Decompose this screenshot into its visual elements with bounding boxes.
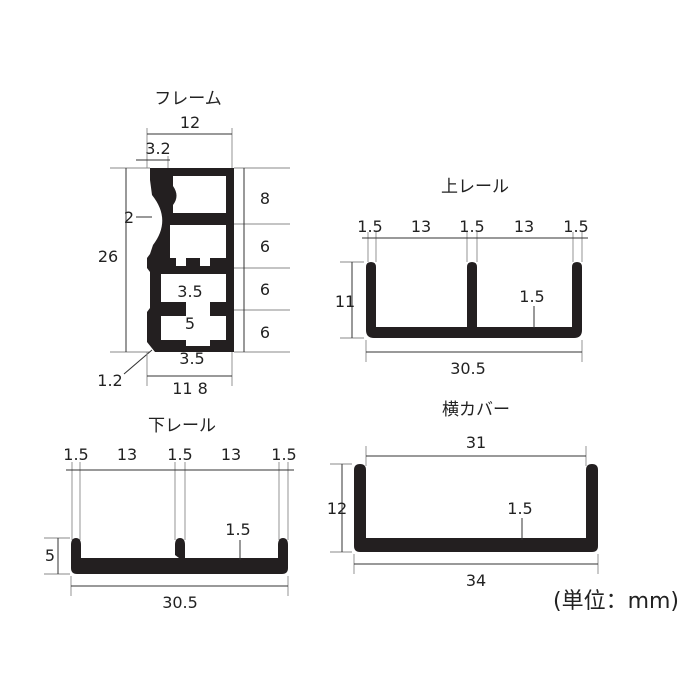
side-cover-thickness-label: 1.5 <box>507 499 532 518</box>
lower-rail-s2-label: 13 <box>221 445 241 464</box>
side-cover-inner-width-label: 31 <box>466 433 486 452</box>
frame-seg3-label: 6 <box>260 280 270 299</box>
side-cover-height-label: 12 <box>327 499 347 518</box>
frame-profile <box>147 168 234 352</box>
lower-rail-t1-label: 1.5 <box>63 445 88 464</box>
side-cover-outer-width-label: 34 <box>466 571 486 590</box>
frame-title: フレーム <box>154 89 222 109</box>
upper-rail-title: 上レール <box>441 177 509 197</box>
upper-rail-t1-label: 1.5 <box>357 217 382 236</box>
frame-section: フレーム 12 3.2 2 26 8 6 6 6 <box>97 89 290 398</box>
side-cover-title: 横カバー <box>442 400 510 420</box>
lower-rail-title: 下レール <box>148 416 216 436</box>
lower-rail-width-label: 30.5 <box>162 593 198 612</box>
upper-rail-width-label: 30.5 <box>450 359 486 378</box>
lower-rail-thickness-label: 1.5 <box>225 520 250 539</box>
side-cover-profile <box>354 464 598 552</box>
upper-rail-section: 上レール 1.5 13 1.5 13 1.5 11 1.5 30.5 <box>335 177 589 378</box>
frame-bottom-width-label: 11 8 <box>172 379 208 398</box>
upper-rail-s1-label: 13 <box>411 217 431 236</box>
upper-rail-height-label: 11 <box>335 292 355 311</box>
frame-lip-label: 3.2 <box>145 139 170 158</box>
lower-rail-s1-label: 13 <box>117 445 137 464</box>
upper-rail-t2-label: 1.5 <box>459 217 484 236</box>
lower-rail-t3-label: 1.5 <box>271 445 296 464</box>
upper-rail-s2-label: 13 <box>514 217 534 236</box>
frame-height-label: 26 <box>98 247 118 266</box>
lower-rail-section: 下レール 1.5 13 1.5 13 1.5 5 1.5 30.5 <box>44 416 297 612</box>
frame-seg4-label: 6 <box>260 323 270 342</box>
upper-rail-t3-label: 1.5 <box>563 217 588 236</box>
frame-width-label: 12 <box>180 113 200 132</box>
upper-rail-thickness-label: 1.5 <box>519 287 544 306</box>
frame-gap-bottom-label: 3.5 <box>179 349 204 368</box>
lower-rail-profile <box>71 538 288 574</box>
frame-inner-label: 5 <box>185 314 195 333</box>
frame-notch-label: 2 <box>124 208 134 227</box>
frame-seg1-label: 8 <box>260 189 270 208</box>
upper-rail-profile <box>366 262 582 338</box>
unit-note: (単位：mm) <box>553 589 679 614</box>
side-cover-section: 横カバー 31 12 1.5 34 <box>327 400 599 590</box>
frame-wall-label: 1.2 <box>97 371 122 390</box>
lower-rail-height-label: 5 <box>45 546 55 565</box>
frame-gap-mid-label: 3.5 <box>177 282 202 301</box>
frame-seg2-label: 6 <box>260 237 270 256</box>
lower-rail-t2-label: 1.5 <box>167 445 192 464</box>
